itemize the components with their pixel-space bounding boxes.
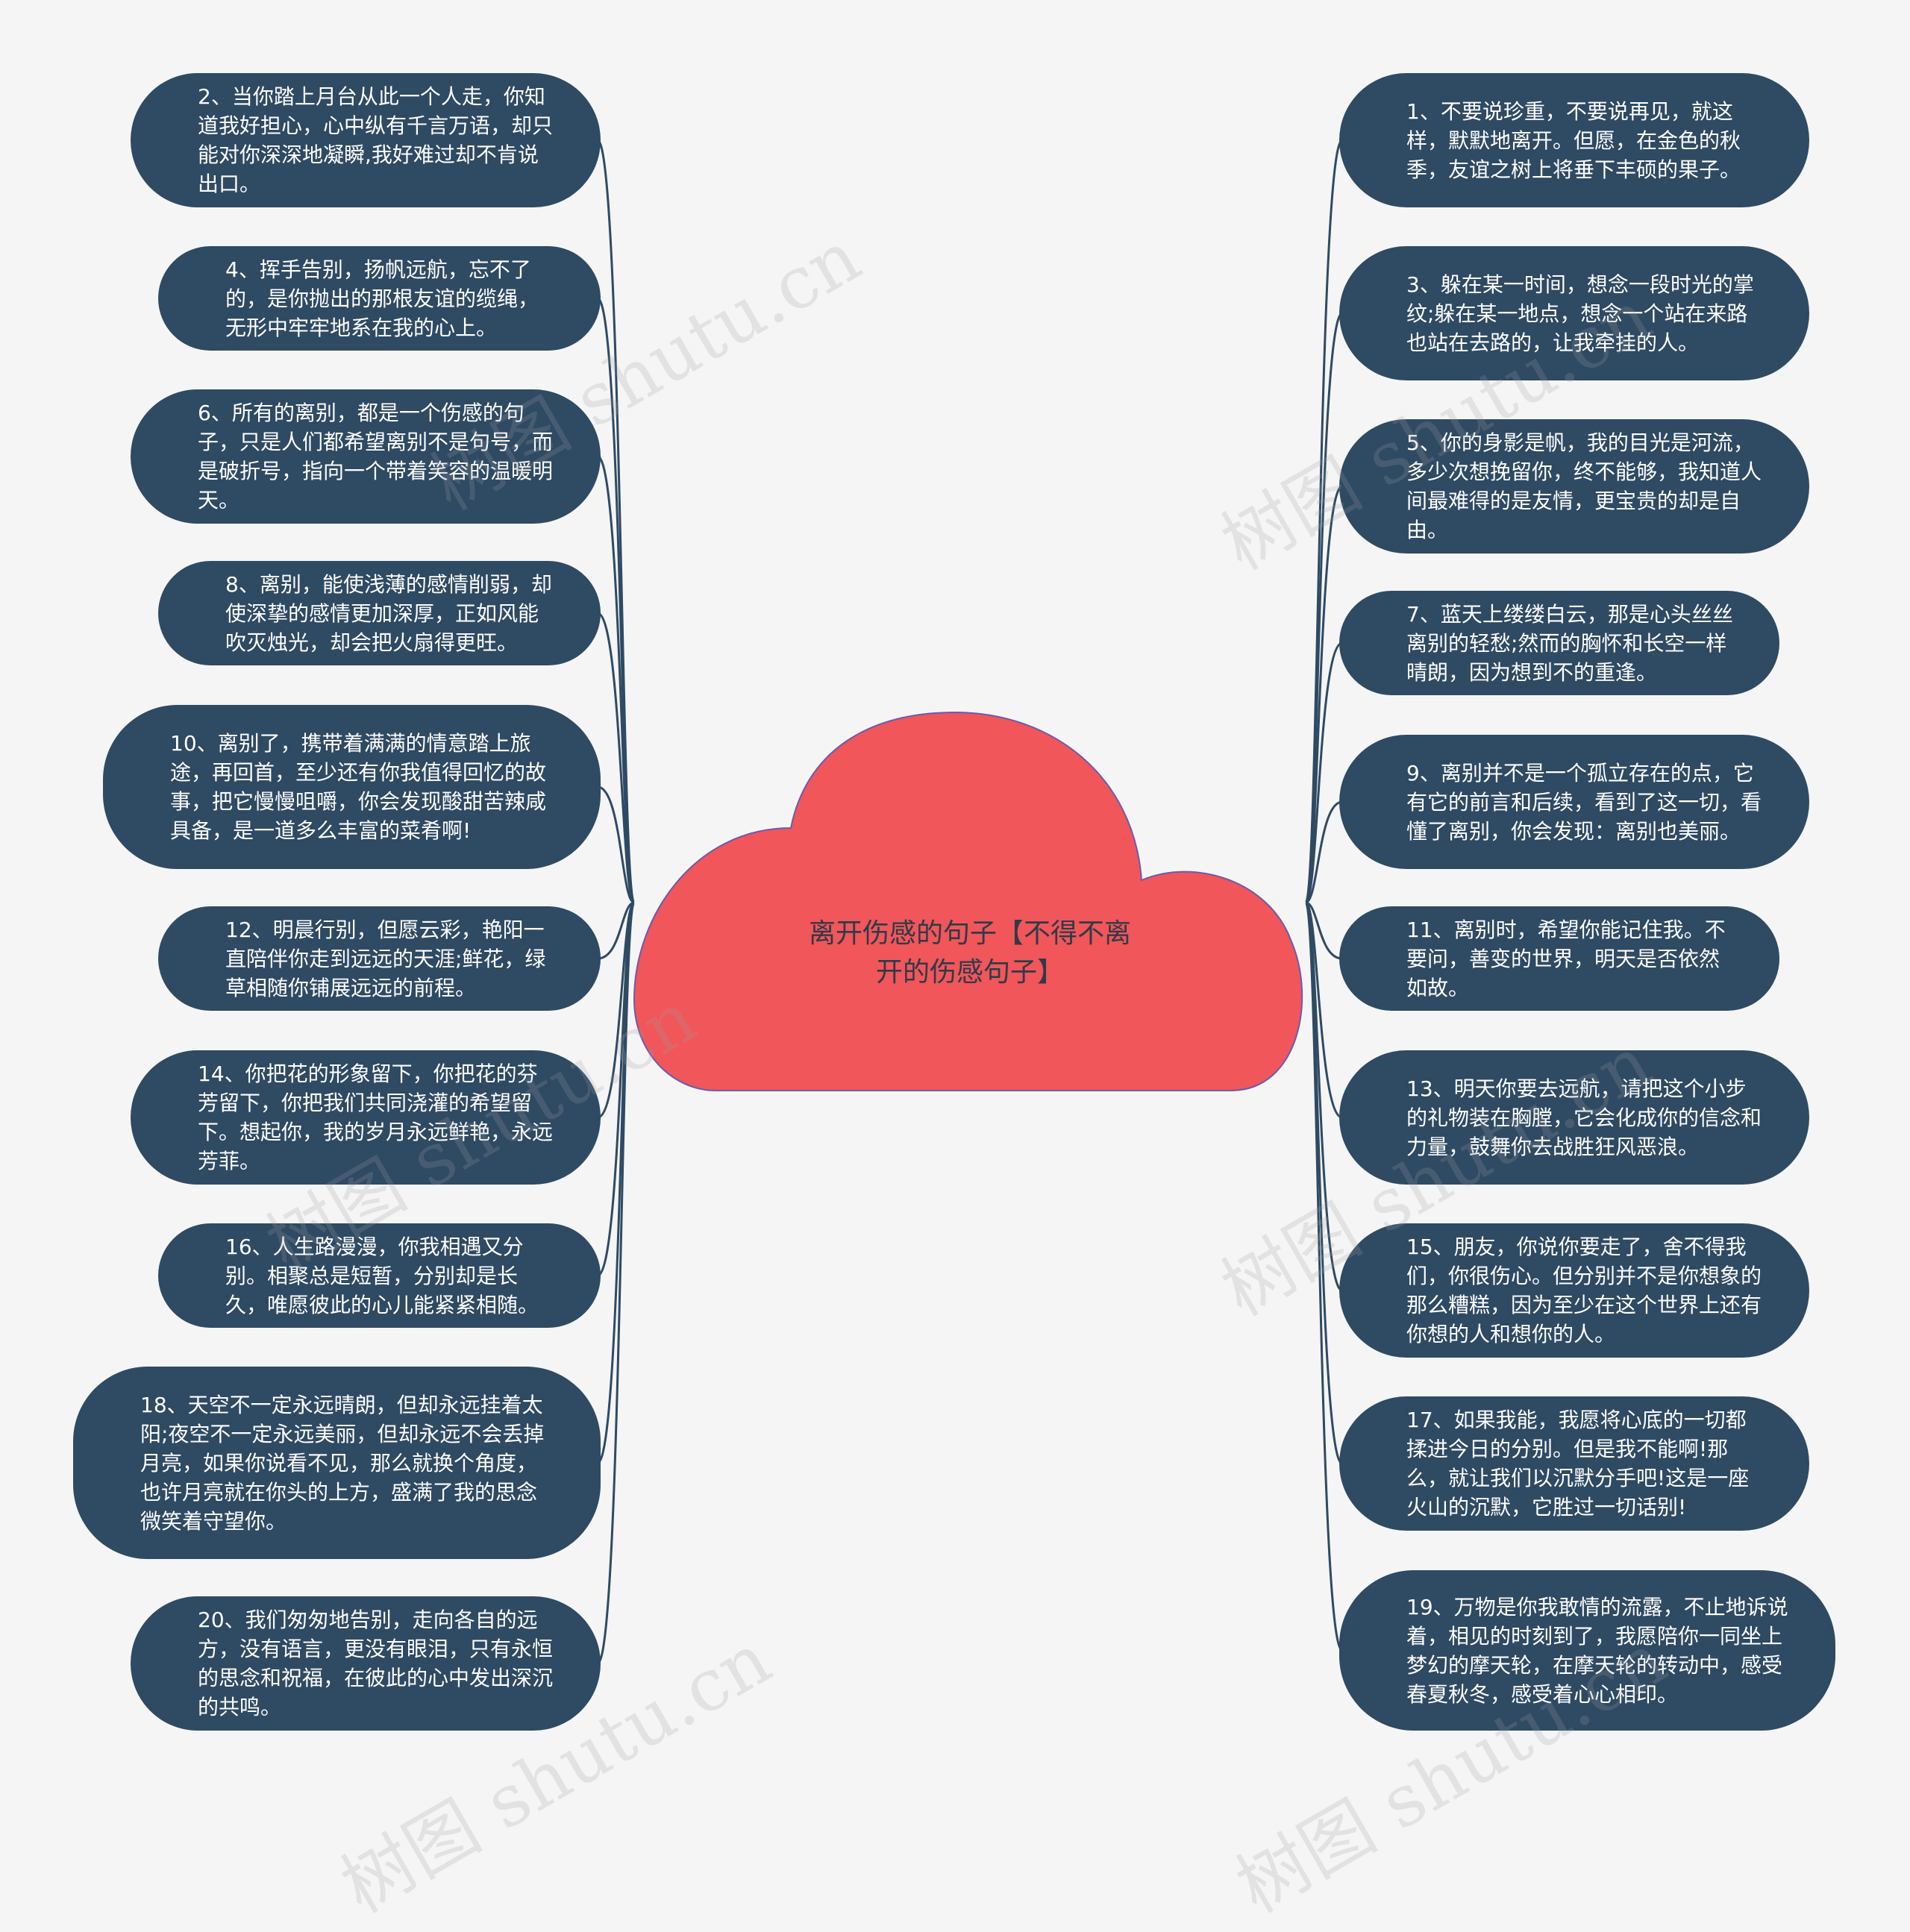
- right-connector-3: [1304, 485, 1343, 904]
- left-node-text: 4、挥手告别，扬帆远航，忘不了的，是你抛出的那根友谊的缆绳，无形中牢牢地系在我的…: [225, 257, 539, 340]
- left-node-text: 8、离别，能使浅薄的感情削弱，却使深挚的感情更加深厚，正如风能吹灭烛光，却会把火…: [225, 571, 552, 655]
- left-connector-6: [597, 901, 635, 960]
- left-node-2[interactable]: 4、挥手告别，扬帆远航，忘不了的，是你抛出的那根友谊的缆绳，无形中牢牢地系在我的…: [158, 246, 601, 351]
- left-node-9[interactable]: 18、天空不一定永远晴朗，但却永远挂着太阳;夜空不一定永远美丽，但却永远不会丢掉…: [73, 1367, 601, 1559]
- left-node-text: 20、我们匆匆地告别，走向各自的远方，没有语言，更没有眼泪，只有永恒的思念和祝福…: [198, 1608, 554, 1719]
- left-node-8[interactable]: 16、人生路漫漫，你我相遇又分别。相聚总是短暂，分别却是长久，唯愿彼此的心儿能紧…: [158, 1223, 601, 1328]
- left-node-text: 18、天空不一定永远晴朗，但却永远挂着太阳;夜空不一定永远美丽，但却永远不会丢掉…: [140, 1392, 545, 1534]
- right-node-text: 5、你的身影是帆，我的目光是河流，多少次想挽留你，终不能够，我知道人间最难得的是…: [1406, 430, 1762, 542]
- right-node-text: 13、明天你要去远航，请把这个小步的礼物装在胸膛，它会化成你的信念和力量，鼓舞你…: [1406, 1076, 1762, 1159]
- right-node-6[interactable]: 11、离别时，希望你能记住我。不要问，善变的世界，明天是否依然如故。: [1339, 906, 1779, 1011]
- left-node-text: 10、离别了，携带着满满的情意踏上旅途，再回首，至少还有你我值得回忆的故事，把它…: [170, 731, 547, 843]
- right-node-3[interactable]: 5、你的身影是帆，我的目光是河流，多少次想挽留你，终不能够，我知道人间最难得的是…: [1339, 419, 1809, 553]
- right-node-9[interactable]: 17、如果我能，我愿将心底的一切都揉进今日的分别。但是我不能啊!那么，就让我们以…: [1339, 1396, 1809, 1531]
- connectors: [596, 139, 1344, 1665]
- right-connector-6: [1305, 901, 1343, 960]
- right-node-2[interactable]: 3、躲在某一时间，想念一段时光的掌纹;躲在某一地点，想念一个站在来路也站在去路的…: [1339, 246, 1809, 380]
- left-node-text: 14、你把花的形象留下，你把花的芬芳留下，你把我们共同浇灌的希望留下。想起你，我…: [198, 1061, 554, 1173]
- left-connector-5: [597, 785, 635, 904]
- right-node-text: 11、离别时，希望你能记住我。不要问，善变的世界，明天是否依然如故。: [1406, 917, 1726, 1000]
- right-connector-10: [1304, 901, 1344, 1652]
- left-connector-4: [597, 612, 636, 904]
- left-node-text: 2、当你踏上月台从此一个人走，你知道我好担心，心中纵有千言万语，却只能对你深深地…: [198, 84, 554, 196]
- central-topic: 离开伤感的句子【不得不离开的伤感句子】: [808, 918, 1131, 988]
- right-node-10[interactable]: 19、万物是你我敢情的流露，不止地诉说着，相见的时刻到了，我愿陪你一同坐上梦幻的…: [1339, 1570, 1835, 1731]
- right-node-8[interactable]: 15、朋友，你说你要走了，舍不得我们，你很伤心。但分别并不是你想象的那么糟糕，因…: [1339, 1223, 1809, 1358]
- right-node-text: 17、如果我能，我愿将心底的一切都揉进今日的分别。但是我不能啊!那么，就让我们以…: [1406, 1408, 1750, 1519]
- right-node-4[interactable]: 7、蓝天上缕缕白云，那是心头丝丝离别的轻愁;然而的胸怀和长空一样晴朗，因为想到不…: [1339, 591, 1779, 695]
- left-connector-9: [596, 901, 636, 1464]
- left-node-5[interactable]: 10、离别了，携带着满满的情意踏上旅途，再回首，至少还有你我值得回忆的故事，把它…: [103, 705, 601, 869]
- right-node-1[interactable]: 1、不要说珍重，不要说再见，就这样，默默地离开。但愿，在金色的秋季，友谊之树上将…: [1339, 73, 1809, 207]
- right-connector-4: [1304, 642, 1343, 904]
- left-node-1[interactable]: 2、当你踏上月台从此一个人走，你知道我好担心，心中纵有千言万语，却只能对你深深地…: [131, 73, 601, 207]
- right-node-text: 9、离别并不是一个孤立存在的点，它有它的前言和后续，看到了这一切，看懂了离别，你…: [1406, 760, 1762, 844]
- right-node-text: 3、躲在某一时间，想念一段时光的掌纹;躲在某一地点，想念一个站在来路也站在去路的…: [1406, 272, 1754, 355]
- left-node-text: 12、明晨行别，但愿云彩，艳阳一直陪伴你走到远远的天涯;鲜花，绿草相随你铺展远远…: [225, 917, 546, 1000]
- left-node-10[interactable]: 20、我们匆匆地告别，走向各自的远方，没有语言，更没有眼泪，只有永恒的思念和祝福…: [131, 1596, 601, 1731]
- right-node-7[interactable]: 13、明天你要去远航，请把这个小步的礼物装在胸膛，它会化成你的信念和力量，鼓舞你…: [1339, 1050, 1809, 1185]
- left-node-4[interactable]: 8、离别，能使浅薄的感情削弱，却使深挚的感情更加深厚，正如风能吹灭烛光，却会把火…: [158, 561, 601, 665]
- right-node-text: 15、朋友，你说你要走了，舍不得我们，你很伤心。但分别并不是你想象的那么糟糕，因…: [1406, 1235, 1762, 1346]
- right-node-text: 19、万物是你我敢情的流露，不止地诉说着，相见的时刻到了，我愿陪你一同坐上梦幻的…: [1406, 1594, 1788, 1707]
- left-node-7[interactable]: 14、你把花的形象留下，你把花的芬芳留下，你把我们共同浇灌的希望留下。想起你，我…: [131, 1050, 601, 1185]
- connector-layer: [596, 139, 1344, 1665]
- right-node-text: 7、蓝天上缕缕白云，那是心头丝丝离别的轻愁;然而的胸怀和长空一样晴朗，因为想到不…: [1406, 601, 1733, 685]
- left-node-text: 6、所有的离别，都是一个伤感的句子，只是人们都希望离别不是句号，而是破折号，指向…: [198, 401, 554, 512]
- left-node-text: 16、人生路漫漫，你我相遇又分别。相聚总是短暂，分别却是长久，唯愿彼此的心儿能紧…: [225, 1234, 539, 1317]
- left-node-3[interactable]: 6、所有的离别，都是一个伤感的句子，只是人们都希望离别不是句号，而是破折号，指向…: [131, 389, 601, 524]
- right-node-5[interactable]: 9、离别并不是一个孤立存在的点，它有它的前言和后续，看到了这一切，看懂了离别，你…: [1339, 735, 1809, 869]
- left-node-6[interactable]: 12、明晨行别，但愿云彩，艳阳一直陪伴你走到远远的天涯;鲜花，绿草相随你铺展远远…: [158, 906, 601, 1011]
- right-node-text: 1、不要说珍重，不要说再见，就这样，默默地离开。但愿，在金色的秋季，友谊之树上将…: [1406, 98, 1741, 182]
- right-connector-5: [1305, 800, 1343, 904]
- central-cloud-shape: [633, 711, 1303, 1091]
- left-connector-10: [596, 901, 636, 1665]
